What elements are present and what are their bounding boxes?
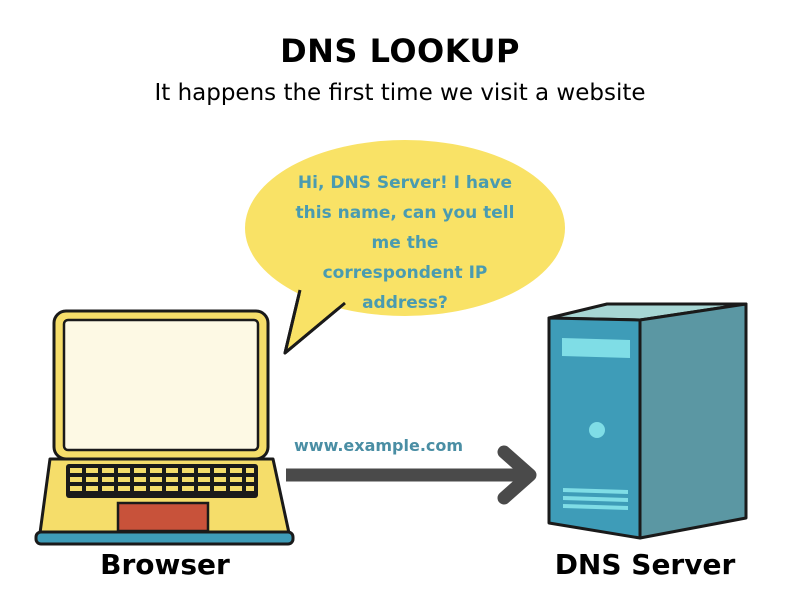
arrow-right-icon (286, 445, 537, 505)
bubble-line: correspondent IP (322, 263, 488, 283)
server-icon (547, 302, 748, 540)
laptop-icon (34, 309, 295, 546)
bubble-line: me the (371, 233, 439, 253)
dns-server-label: DNS Server (554, 548, 736, 581)
speech-bubble-text: Hi, DNS Server! I have this name, can yo… (262, 168, 548, 318)
bubble-line: Hi, DNS Server! I have (297, 173, 513, 193)
browser-label: Browser (100, 548, 230, 581)
diagram-title: DNS LOOKUP (280, 32, 520, 70)
request-url-label: www.example.com (294, 436, 464, 455)
keyboard-keys (70, 468, 254, 491)
trackpad (116, 501, 210, 533)
diagram-subtitle: It happens the first time we visit a web… (154, 80, 646, 106)
speech-bubble-icon (245, 140, 565, 355)
bubble-line: address? (362, 293, 448, 313)
bubble-line: this name, can you tell (295, 203, 515, 223)
